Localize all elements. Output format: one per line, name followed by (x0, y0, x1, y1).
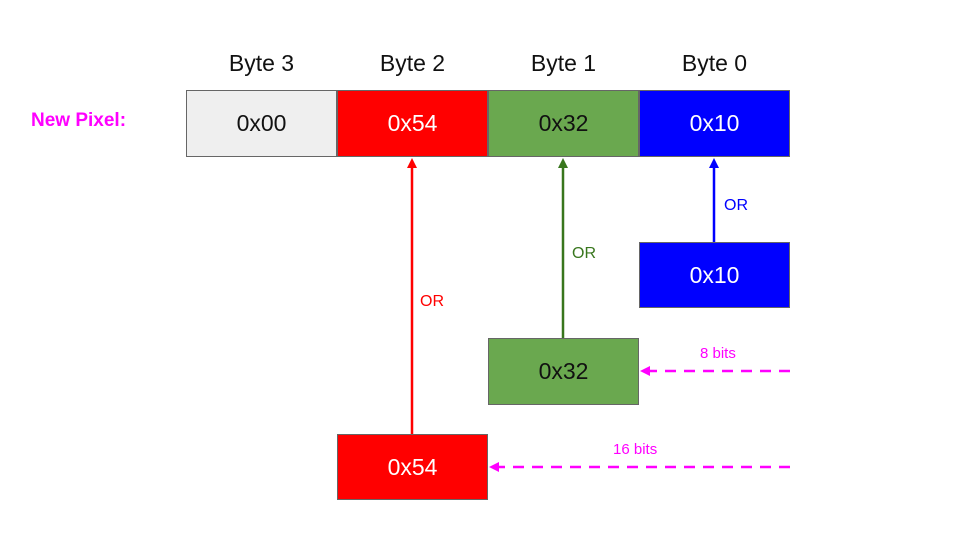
header-byte-3: Byte 3 (228, 50, 295, 76)
new-pixel-byte-0: 0x10 (639, 90, 790, 157)
blue-or-label: OR (724, 197, 748, 214)
header-byte-1: Byte 1 (530, 50, 597, 76)
header-byte-2: Byte 2 (379, 50, 446, 76)
header-byte-0: Byte 0 (681, 50, 748, 76)
new-pixel-byte-2: 0x54 (337, 90, 488, 157)
source-byte-red: 0x54 (337, 434, 488, 500)
shift-16-label: 16 bits (613, 441, 658, 458)
red-or-label: OR (420, 293, 444, 310)
source-byte-blue: 0x10 (639, 242, 790, 308)
new-pixel-byte-1: 0x32 (488, 90, 639, 157)
new-pixel-label: New Pixel: (31, 110, 127, 131)
green-or-label: OR (572, 245, 596, 262)
new-pixel-byte-3: 0x00 (186, 90, 337, 157)
shift-8-label: 8 bits (700, 345, 736, 362)
source-byte-green: 0x32 (488, 338, 639, 405)
